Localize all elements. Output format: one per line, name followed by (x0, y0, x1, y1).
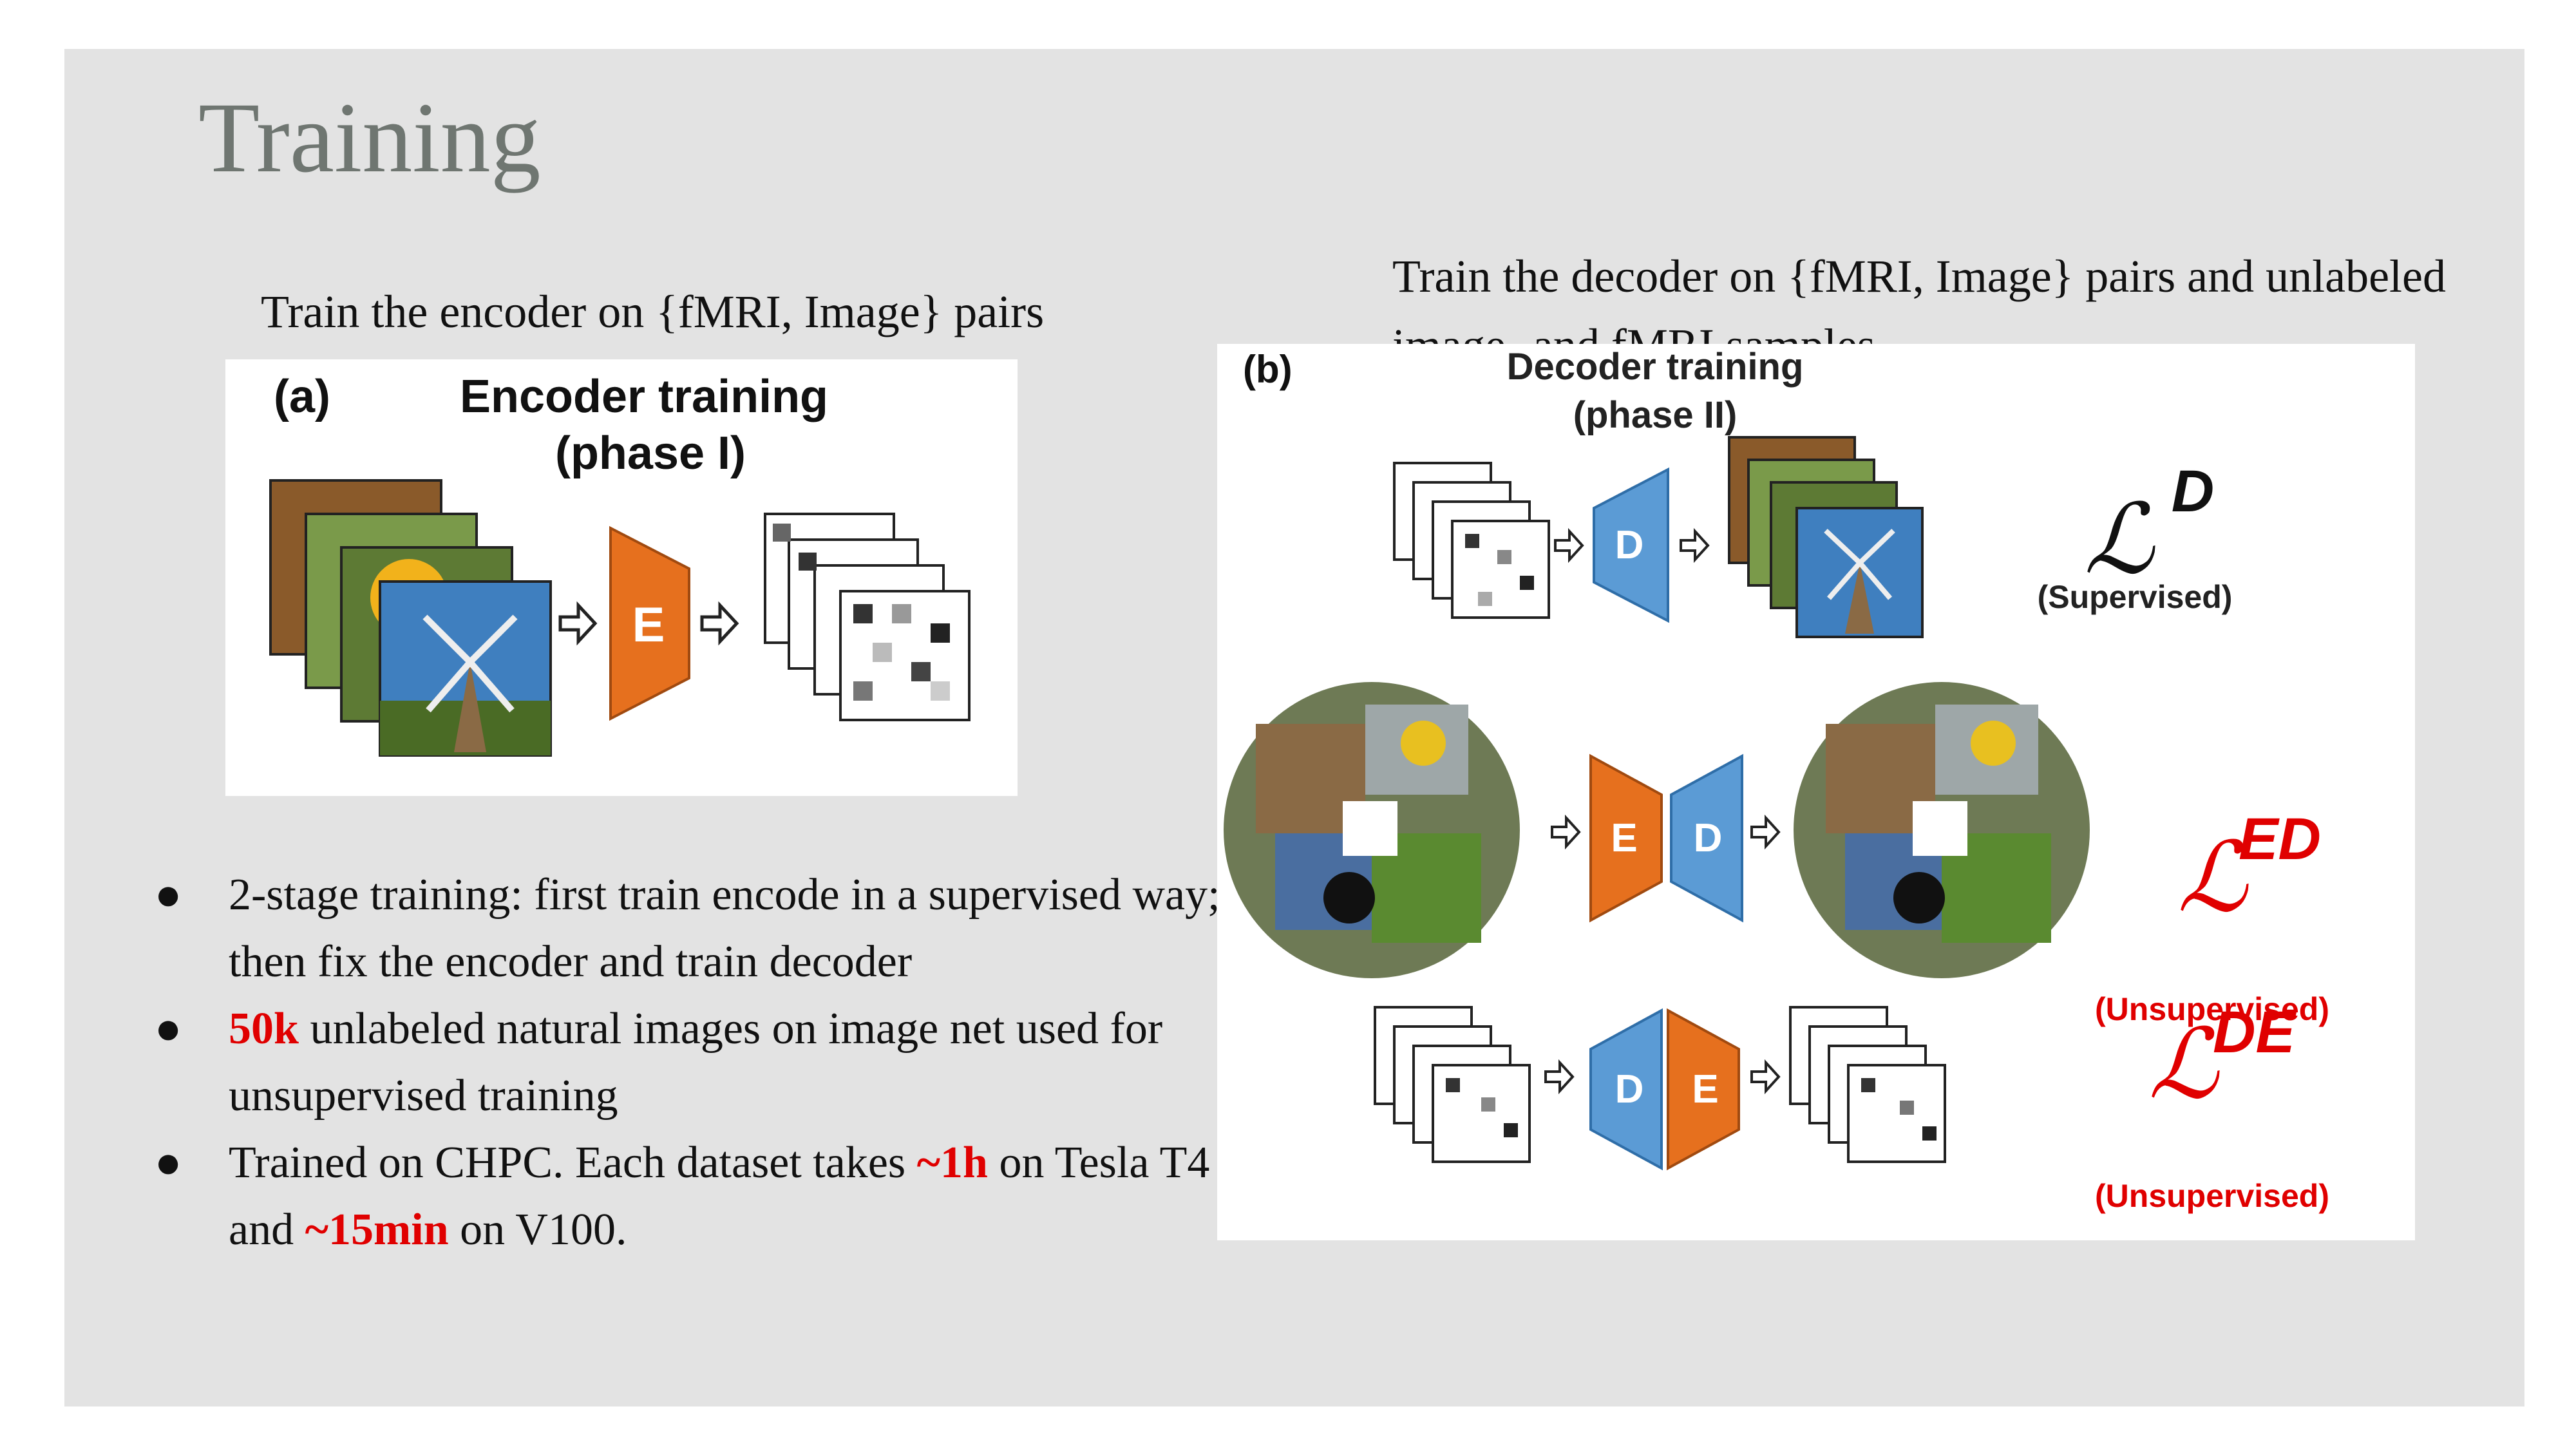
encoder-diagram: (a) Encoder training (phase I) E (269, 371, 971, 757)
highlight-1h: ~1h (916, 1138, 988, 1188)
fmri-grid-stack (764, 513, 971, 721)
decoder-block (1670, 753, 1743, 923)
bullet-text: 2-stage training: first train encode in … (229, 870, 1220, 987)
encoder-block (1589, 753, 1663, 923)
arrow-icon (1750, 814, 1781, 850)
arrow-icon (1544, 1059, 1575, 1095)
bullet-item: ● 50k unlabeled natural images on image … (155, 996, 1236, 1130)
unsupervised-fmri-row: D E ℒ DE (Unsupervised) (1374, 999, 2329, 1214)
arrow-icon (1680, 527, 1710, 564)
encoder-training-figure: (a) Encoder training (phase I) E (225, 359, 1018, 796)
loss-ed-note: (Unsupervised) (2095, 991, 2329, 1027)
arrow-icon (1551, 814, 1581, 850)
loss-de-note: (Unsupervised) (2095, 1178, 2329, 1214)
figure-b-title-line1: Decoder training (1507, 346, 1804, 388)
windmill-shape (454, 662, 486, 752)
panel-label-a: (a) (274, 371, 330, 422)
figure-b-title-line2: (phase II) (1573, 394, 1738, 436)
loss-de-superscript: DE (2213, 999, 2297, 1065)
bullet-text: Trained on CHPC. Each dataset takes (229, 1138, 917, 1188)
loss-d-symbol: ℒ (2084, 485, 2155, 593)
decoder-block (1593, 467, 1669, 623)
encoder-block (1667, 1008, 1740, 1171)
figure-a-title-line1: Encoder training (460, 371, 828, 422)
highlight-50k: 50k (229, 1004, 299, 1054)
bullet-list: ● 2-stage training: first train encode i… (155, 862, 1236, 1264)
figure-a-title-line2: (phase I) (555, 428, 746, 479)
bullet-text: on Tesla T4 and (229, 1138, 1210, 1255)
decoder-block (1589, 1008, 1663, 1171)
loss-ed-symbol: ℒ (2177, 823, 2249, 931)
decoder-diagram: (b) Decoder training (phase II) D (1224, 346, 2329, 1214)
decoder-training-figure: (b) Decoder training (phase II) D (1217, 344, 2415, 1240)
decoder-letter: D (1615, 523, 1644, 567)
slide-title: Training (198, 82, 541, 193)
decoder-letter: D (1615, 1067, 1644, 1112)
encoder-block: E (609, 526, 690, 721)
arrow-icon (1554, 527, 1584, 564)
panel-label-b: (b) (1243, 348, 1293, 391)
bullet-text: unlabeled natural images on image net us… (229, 1004, 1163, 1121)
encoder-caption: Train the encoder on {fMRI, Image} pairs (261, 286, 1045, 337)
loss-d-note: (Supervised) (2038, 579, 2233, 615)
bullet-marker: ● (155, 1004, 182, 1054)
arrow-icon (558, 601, 598, 646)
encoder-letter: E (1611, 816, 1637, 860)
encoder-letter: E (632, 598, 665, 652)
decoder-letter: D (1694, 816, 1723, 860)
bullet-marker: ● (155, 870, 182, 920)
input-image-stack (269, 479, 552, 757)
loss-ed-superscript: ED (2239, 806, 2321, 872)
bullet-text: on V100. (448, 1205, 627, 1255)
supervised-row: D ℒ D (Supervised) (1393, 436, 2233, 638)
loss-d-superscript: D (2172, 459, 2214, 524)
arrow-icon (1750, 1059, 1781, 1095)
encoder-letter: E (1692, 1067, 1718, 1112)
bullet-item: ● 2-stage training: first train encode i… (155, 862, 1236, 996)
unsupervised-image-row: E D ℒ ED (Unsupervised) (1224, 682, 2329, 1027)
bullet-item: ● Trained on CHPC. Each dataset takes ~1… (155, 1130, 1236, 1264)
arrow-icon (700, 601, 739, 646)
loss-de-symbol: ℒ (2148, 1010, 2220, 1118)
bullet-marker: ● (155, 1138, 182, 1188)
highlight-15min: ~15min (305, 1205, 449, 1255)
